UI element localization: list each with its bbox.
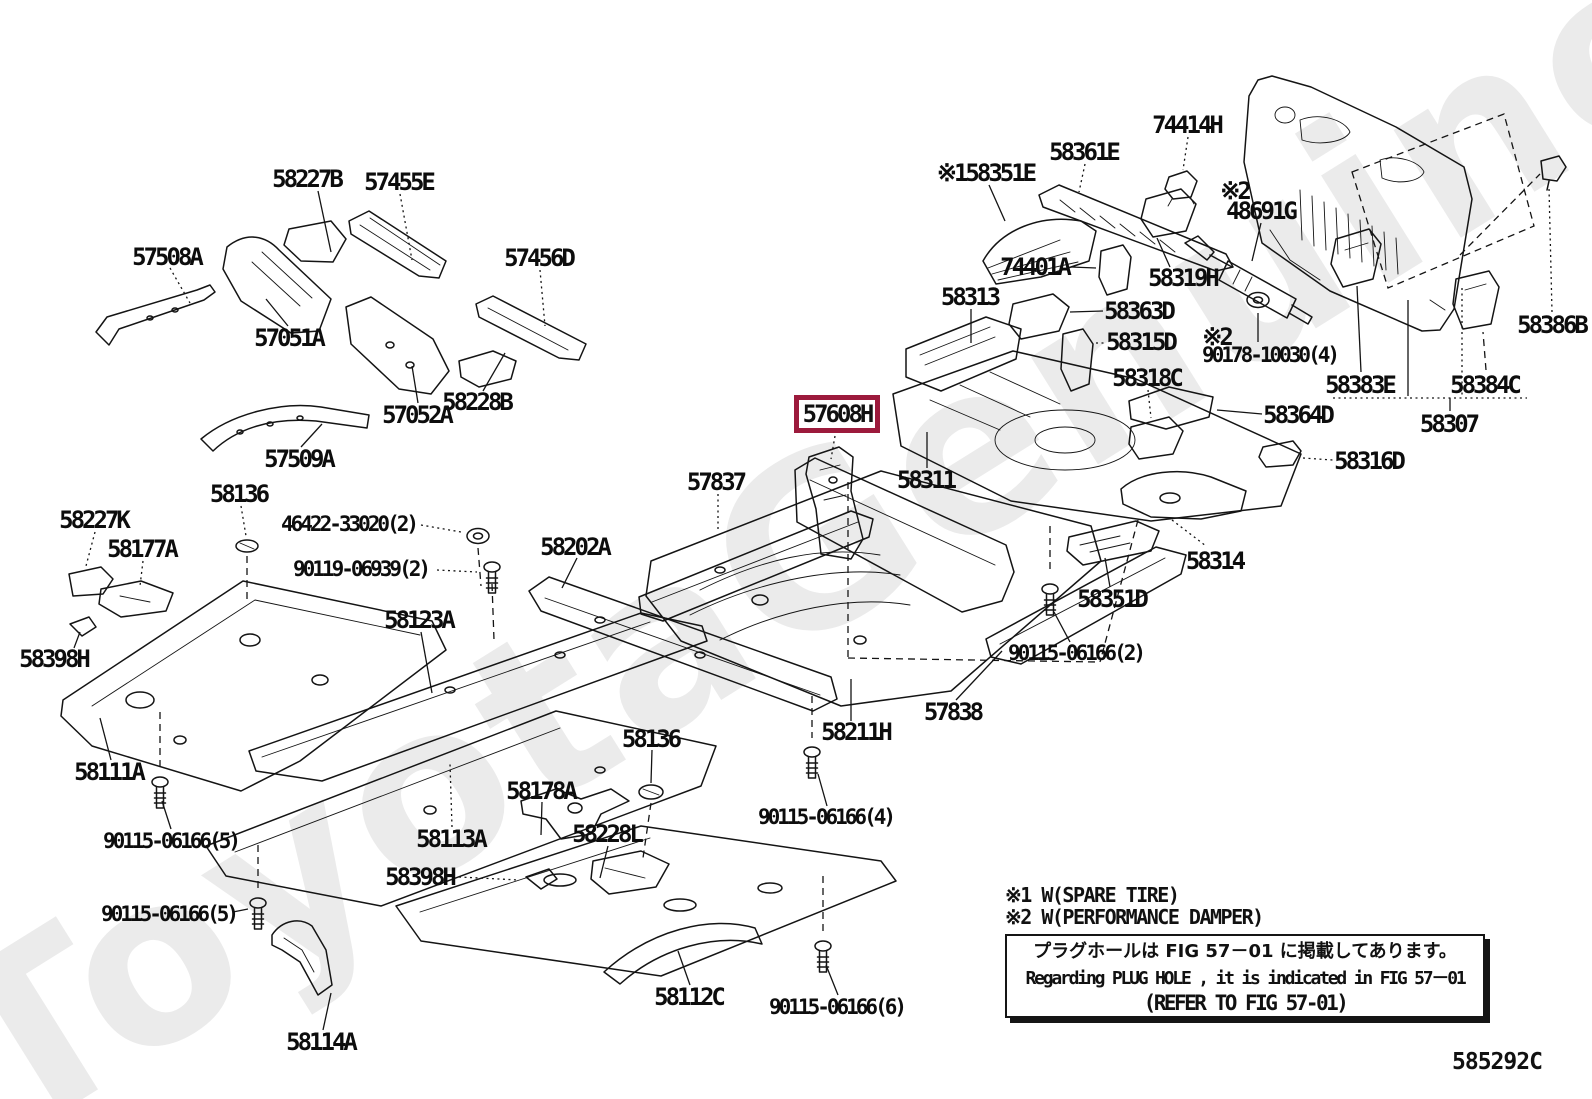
part-label-58316D: 58316D xyxy=(1334,447,1406,475)
part-label-58398H: 58398H xyxy=(19,645,91,673)
figure-code: 585292C xyxy=(1452,1049,1543,1075)
part-label-58227B: 58227B xyxy=(272,165,344,193)
info-line-english: Regarding PLUG HOLE , it is indicated in… xyxy=(1025,968,1466,989)
part-label-90115-06166(4): 90115-06166(4) xyxy=(757,805,896,829)
part-label-58361E: 58361E xyxy=(1049,138,1121,166)
part-label-90115-06166(5): 90115-06166(5) xyxy=(100,902,239,926)
part-label-※2: ※2 xyxy=(1202,323,1234,351)
part-label-58311: 58311 xyxy=(896,466,957,494)
part-label-58136: 58136 xyxy=(621,725,682,753)
part-label-74401A: 74401A xyxy=(1000,253,1072,281)
highlighted-part-label: 57608H xyxy=(794,395,880,433)
part-label-57509A: 57509A xyxy=(264,445,336,473)
part-label-57838: 57838 xyxy=(923,698,984,726)
info-line-japanese: プラグホールは FIG 57－01 に掲載してあります。 xyxy=(1033,941,1457,962)
part-label-58114A: 58114A xyxy=(286,1028,358,1056)
part-label-58136: 58136 xyxy=(209,480,270,508)
part-label-90178-10030(4): 90178-10030(4) xyxy=(1201,343,1340,367)
part-label-58228L: 58228L xyxy=(572,820,644,848)
part-label-58319H: 58319H xyxy=(1148,264,1220,292)
part-label-58383E: 58383E xyxy=(1325,371,1397,399)
part-shapes xyxy=(60,75,1567,996)
part-label-90115-06166(2): 90115-06166(2) xyxy=(1007,641,1146,665)
plug-hole-info-box: プラグホールは FIG 57－01 に掲載してあります。 Regarding P… xyxy=(1005,934,1485,1018)
part-label-58386B: 58386B xyxy=(1517,311,1589,339)
part-label-58113A: 58113A xyxy=(416,825,488,853)
info-line-refer: (REFER TO FIG 57-01) xyxy=(1143,991,1349,1015)
part-label-58227K: 58227K xyxy=(59,506,131,534)
part-label-58112C: 58112C xyxy=(654,983,726,1011)
part-label-90115-06166(5): 90115-06166(5) xyxy=(102,829,241,853)
part-label-58314: 58314 xyxy=(1185,547,1246,575)
part-label-58307: 58307 xyxy=(1419,410,1480,438)
part-label-58178A: 58178A xyxy=(506,777,578,805)
part-label-57456D: 57456D xyxy=(504,244,576,272)
part-label-58364D: 58364D xyxy=(1263,401,1335,429)
part-label-58228B: 58228B xyxy=(442,388,514,416)
part-label-57052A: 57052A xyxy=(382,401,454,429)
part-label-57051A: 57051A xyxy=(254,324,326,352)
part-label-57455E: 57455E xyxy=(364,168,436,196)
part-label-58363D: 58363D xyxy=(1104,297,1176,325)
part-label-58313: 58313 xyxy=(940,283,1001,311)
part-label-58318C: 58318C xyxy=(1112,364,1184,392)
footnote-performance-damper: ※2 W(PERFORMANCE DAMPER) xyxy=(1005,905,1264,929)
part-label-※2: ※2 xyxy=(1220,177,1252,205)
part-label-57508A: 57508A xyxy=(132,243,204,271)
part-label-58111A: 58111A xyxy=(74,758,146,786)
part-label-48691G: 48691G xyxy=(1226,197,1298,225)
part-label-58315D: 58315D xyxy=(1106,328,1178,356)
part-label-90115-06166(6): 90115-06166(6) xyxy=(768,995,907,1019)
footnote-spare-tire: ※1 W(SPARE TIRE) xyxy=(1005,883,1180,907)
part-label-57837: 57837 xyxy=(686,468,747,496)
part-label-58351D: 58351D xyxy=(1077,585,1149,613)
part-label-58177A: 58177A xyxy=(107,535,179,563)
part-label-58123A: 58123A xyxy=(384,606,456,634)
part-label-74414H: 74414H xyxy=(1152,111,1224,139)
part-label-58202A: 58202A xyxy=(540,533,612,561)
part-label-※158351E: ※158351E xyxy=(936,159,1037,187)
leader-lines xyxy=(73,113,1553,1031)
part-label-58384C: 58384C xyxy=(1450,371,1522,399)
part-label-46422-33020(2): 46422-33020(2) xyxy=(280,512,419,536)
part-label-90119-06939(2): 90119-06939(2) xyxy=(292,557,431,581)
part-label-58211H: 58211H xyxy=(821,718,893,746)
part-label-58398H: 58398H xyxy=(385,863,457,891)
